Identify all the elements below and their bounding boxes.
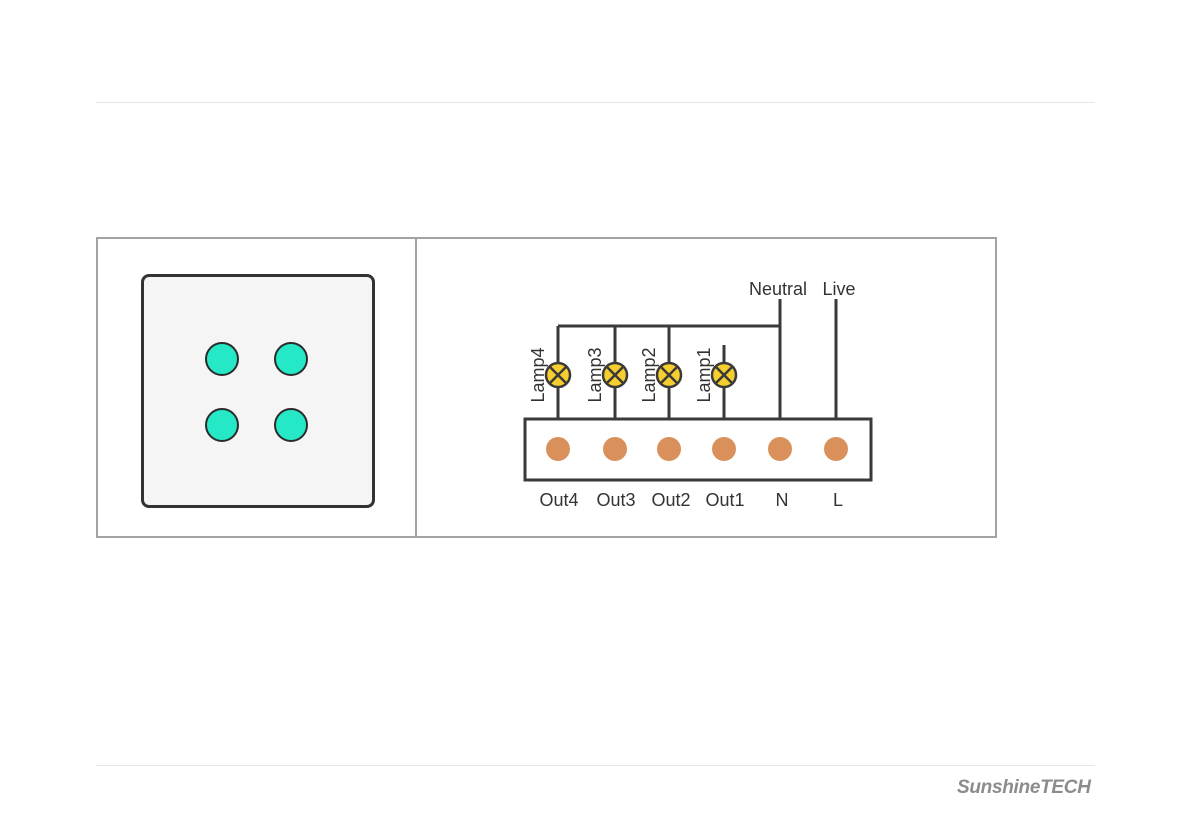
terminal-out4 [546,437,570,461]
terminal-l [824,437,848,461]
lamp2-label: Lamp2 [639,347,659,402]
terminal-label-out3: Out3 [596,490,635,510]
brand-logo: SunshineTECH [957,777,1091,799]
neutral-label: Neutral [749,279,807,299]
terminal-out3 [603,437,627,461]
terminal-label-n: N [776,490,789,510]
lamp2-icon [657,363,681,387]
wiring-diagram-frame: Neutral Live Lamp4 Lamp3 Lamp2 Lamp1 Out… [96,237,997,538]
terminal-label-l: L [833,490,843,510]
terminal-label-out1: Out1 [705,490,744,510]
terminal-label-out2: Out2 [651,490,690,510]
terminal-out2 [657,437,681,461]
lamp1-label: Lamp1 [694,347,714,402]
header-rule [96,102,1095,103]
lamp1-icon [712,363,736,387]
wiring-schematic: Neutral Live Lamp4 Lamp3 Lamp2 Lamp1 Out… [98,239,995,536]
lamp4-label: Lamp4 [528,347,548,402]
footer-rule [96,765,1095,766]
live-label: Live [822,279,855,299]
lamp3-icon [603,363,627,387]
terminal-block [525,419,871,480]
terminal-label-out4: Out4 [539,490,578,510]
terminal-out1 [712,437,736,461]
lamp4-icon [546,363,570,387]
terminal-n [768,437,792,461]
lamp3-label: Lamp3 [585,347,605,402]
